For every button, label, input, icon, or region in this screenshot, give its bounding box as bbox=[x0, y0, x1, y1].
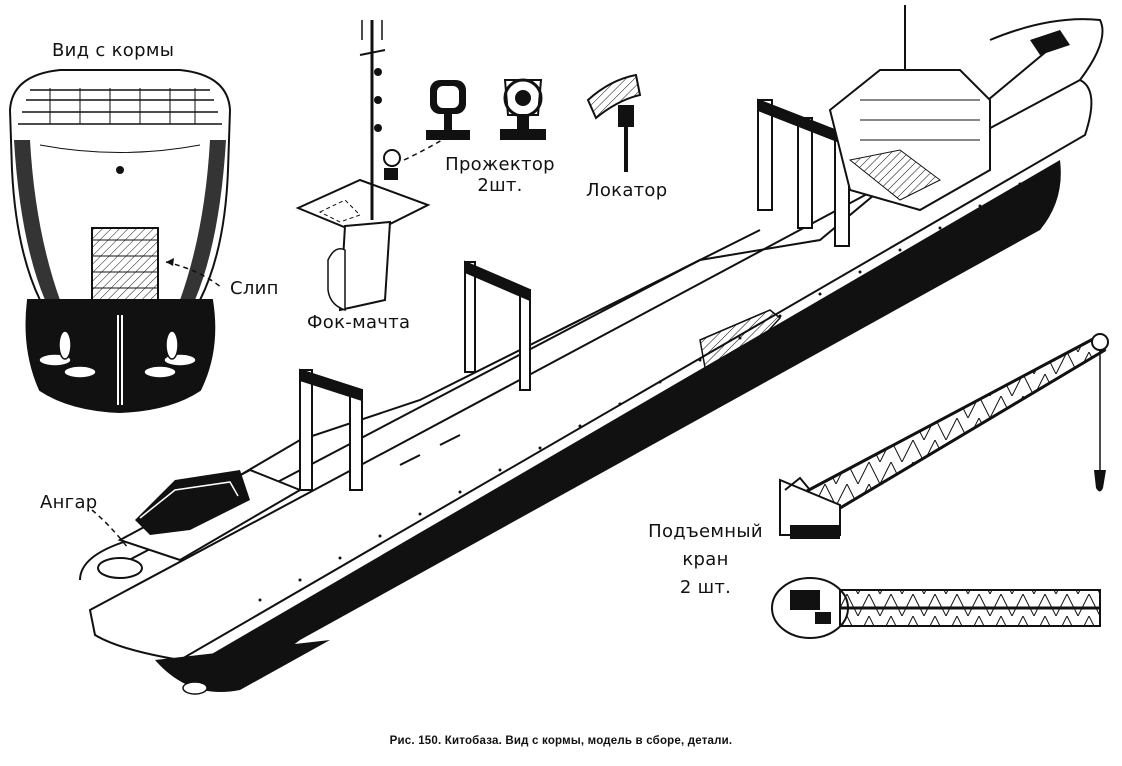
slip-label: Слип bbox=[230, 278, 279, 299]
slip-leader-line bbox=[165, 261, 223, 289]
stern-view-label: Вид с кормы bbox=[52, 40, 175, 61]
locator-drawing bbox=[586, 73, 642, 172]
stern-view-drawing bbox=[8, 69, 232, 414]
searchlight-drawing bbox=[426, 78, 546, 140]
crane-plan-drawing bbox=[771, 577, 1101, 639]
foremast-label: Фок-мачта bbox=[307, 312, 411, 333]
crane-elevation-drawing bbox=[779, 333, 1109, 539]
ship-model-drawing bbox=[79, 5, 1104, 695]
searchlight-label-line1: Прожектор bbox=[445, 154, 555, 175]
searchlight-leader-line bbox=[403, 139, 443, 161]
crane-label: Подъемный кран 2 шт. bbox=[648, 518, 763, 602]
searchlight-label-line2: 2шт. bbox=[477, 175, 523, 196]
crane-label-line2: кран bbox=[682, 549, 729, 570]
hangar-leader-line bbox=[91, 509, 129, 549]
foremast-drawing bbox=[295, 20, 431, 312]
hangar-label: Ангар bbox=[40, 492, 98, 513]
crane-label-line1: Подъемный bbox=[648, 521, 763, 542]
figure-caption: Рис. 150. Китобаза. Вид с кормы, модель … bbox=[389, 735, 733, 747]
searchlight-label: Прожектор 2шт. bbox=[445, 154, 555, 196]
locator-label: Локатор bbox=[586, 180, 668, 201]
crane-label-line3: 2 шт. bbox=[679, 577, 732, 598]
